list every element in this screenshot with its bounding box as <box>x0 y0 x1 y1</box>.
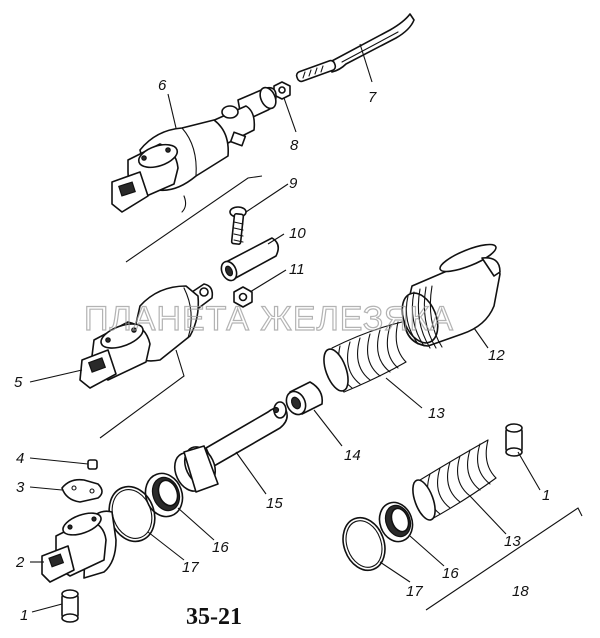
part-14-bushing <box>285 381 324 416</box>
callout-7: 7 <box>368 89 377 106</box>
figure-id: 35-21 <box>186 604 242 630</box>
part-13-spring-lower <box>412 439 497 521</box>
callout-12: 12 <box>488 347 505 364</box>
callout-1-right: 1 <box>542 487 550 504</box>
callout-17-right: 17 <box>406 583 423 600</box>
part-17-oring-right <box>342 516 386 572</box>
callout-9: 9 <box>289 175 298 192</box>
assembly-bracket-upper <box>125 175 263 263</box>
callout-10: 10 <box>289 225 306 242</box>
part-12-cap <box>401 243 501 349</box>
callout-16-right: 16 <box>442 565 459 582</box>
leader-lines <box>29 43 541 613</box>
callout-5: 5 <box>14 374 23 391</box>
part-2-valve-lower <box>41 510 117 583</box>
part-15-piston-rod <box>173 401 288 493</box>
callout-11: 11 <box>289 261 305 278</box>
part-3-gasket <box>61 478 103 503</box>
callout-13-lower: 13 <box>504 533 521 550</box>
callout-13-upper: 13 <box>428 405 445 422</box>
part-10-sleeve <box>220 237 280 282</box>
part-6-valve-upper <box>111 86 277 213</box>
callout-16-left: 16 <box>212 539 229 556</box>
part-5-valve-middle <box>79 283 214 389</box>
part-4-bolt <box>87 459 98 470</box>
part-7-lever <box>295 13 415 83</box>
part-11-nut <box>233 286 253 308</box>
assembly-bracket-18 <box>425 507 583 611</box>
callout-17-left: 17 <box>182 559 199 576</box>
part-1-pin-right <box>505 423 523 457</box>
part-9-screw <box>229 206 247 245</box>
callout-1-left: 1 <box>20 607 28 624</box>
callout-18: 18 <box>512 583 529 600</box>
callout-8: 8 <box>290 137 299 154</box>
part-16-seal-left <box>144 472 184 518</box>
part-8-nut <box>273 81 291 100</box>
callout-3: 3 <box>16 479 25 496</box>
part-1-pin-left <box>61 589 79 623</box>
callout-14: 14 <box>344 447 361 464</box>
part-16-seal-right <box>378 501 414 543</box>
part-13-spring-upper <box>323 321 407 393</box>
callout-2: 2 <box>15 554 25 571</box>
callout-15: 15 <box>266 495 283 512</box>
assembly-bracket-middle <box>99 349 185 439</box>
callout-6: 6 <box>158 77 167 94</box>
callout-4: 4 <box>16 450 24 467</box>
watermark-text: ПЛАНЕТА ЖЕЛЕЗЯКА <box>84 300 454 338</box>
